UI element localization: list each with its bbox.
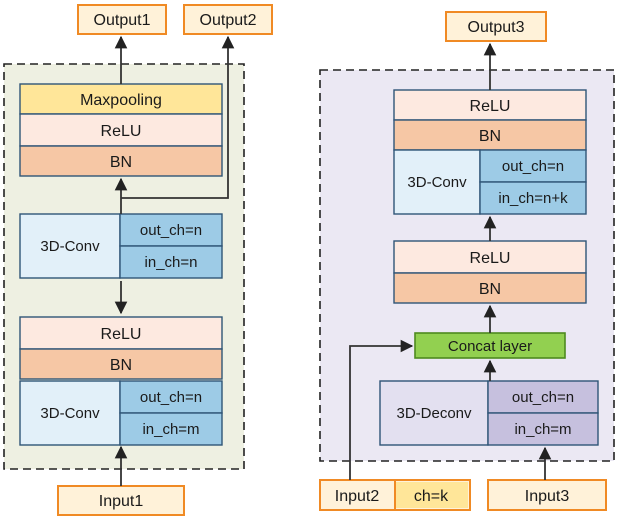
right-conv-block: 3D-Conv out_ch=n in_ch=n+k [393, 149, 587, 215]
input2-ch-label: ch=k [414, 488, 449, 505]
right-bn-top [393, 119, 587, 151]
bn-layer-bottom [19, 348, 223, 380]
deconv-block: 3D-Deconv out_ch=n in_ch=m [379, 380, 599, 446]
concat-label: Concat layer [448, 338, 532, 355]
right-bn-top-label: BN [479, 128, 501, 145]
output1-box: Output1 [77, 4, 167, 35]
output3-label: Output3 [468, 19, 525, 36]
relu-bottom-label: ReLU [101, 326, 142, 343]
conv-block-bottom: 3D-Conv out_ch=n in_ch=m [19, 380, 223, 446]
input2-box: Input2 ch=k [319, 479, 471, 511]
deconv-in-ch: in_ch=m [514, 421, 571, 438]
input2-label: Input2 [335, 488, 380, 505]
relu-bn-stack-bottom: ReLU BN [19, 316, 223, 380]
right-bn-mid-label: BN [479, 281, 501, 298]
bn-bottom-label: BN [110, 357, 132, 374]
output2-box: Output2 [183, 4, 273, 35]
deconv-label: 3D-Deconv [396, 405, 472, 422]
deconv-out-ch: out_ch=n [512, 389, 574, 406]
conv-bottom-in-ch: in_ch=m [142, 421, 199, 438]
maxpool-relu-bn-stack: Maxpooling ReLU BN [19, 83, 223, 177]
right-relu-top [393, 89, 587, 121]
conv-bottom-out-ch: out_ch=n [140, 389, 202, 406]
conv-top-in-ch: in_ch=n [145, 254, 198, 271]
conv-block-top: 3D-Conv out_ch=n in_ch=n [19, 213, 223, 279]
conv-top-out-ch: out_ch=n [140, 222, 202, 239]
input1-label: Input1 [99, 493, 144, 510]
concat-layer: Concat layer [414, 332, 566, 359]
input1-box: Input1 [57, 485, 185, 516]
conv-top-label: 3D-Conv [40, 238, 100, 255]
arrow-input2-to-concat [349, 339, 414, 480]
bn-layer-top [19, 145, 223, 177]
input3-label: Input3 [525, 488, 570, 505]
output1-label: Output1 [94, 12, 151, 29]
right-conv-label: 3D-Conv [407, 174, 467, 191]
relu-layer-bottom [19, 316, 223, 350]
right-conv-out-ch: out_ch=n [502, 158, 564, 175]
right-bn-mid [393, 272, 587, 304]
right-relu-top-label: ReLU [470, 98, 511, 115]
right-arrows [349, 42, 552, 480]
output2-label: Output2 [200, 12, 257, 29]
conv-bottom-label: 3D-Conv [40, 405, 100, 422]
left-arrows [114, 35, 235, 486]
left-encoder-block: Output1 Output2 Maxpooling ReLU BN 3D-Co… [3, 4, 273, 516]
output3-box: Output3 [445, 11, 547, 42]
input3-box: Input3 [487, 479, 607, 511]
arrow-skip-to-output2 [121, 35, 235, 199]
maxpooling-label: Maxpooling [80, 92, 162, 109]
right-relu-bn-top: ReLU BN [393, 89, 587, 151]
relu-layer-top [19, 113, 223, 147]
relu-top-label: ReLU [101, 123, 142, 140]
right-relu-mid-label: ReLU [470, 250, 511, 267]
right-relu-bn-mid: ReLU BN [393, 240, 587, 304]
right-decoder-block: Output3 ReLU BN 3D-Conv out_ch=n in_ch=n… [319, 11, 615, 511]
bn-top-label: BN [110, 154, 132, 171]
right-conv-in-ch: in_ch=n+k [498, 190, 568, 207]
